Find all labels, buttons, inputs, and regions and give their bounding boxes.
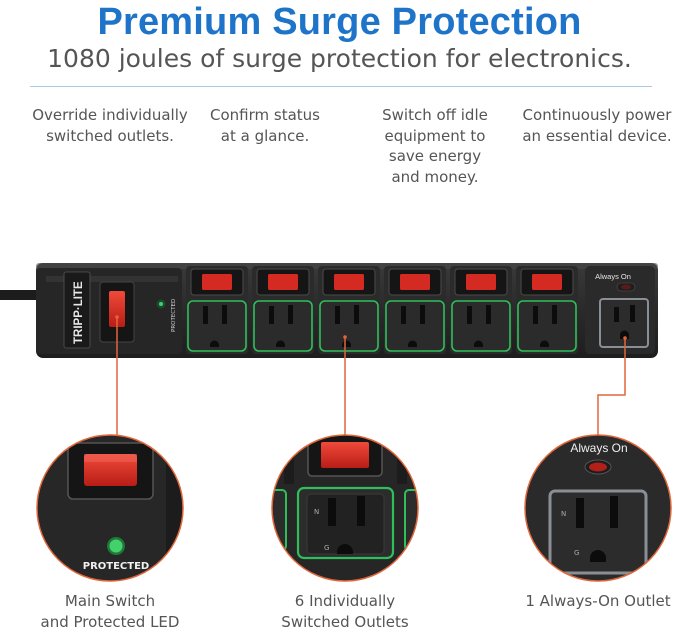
outlet-face (451, 300, 511, 352)
switched-outlet-module (318, 266, 380, 354)
power-strip: TRIPP·LITE PROTECTED Always On (36, 263, 658, 358)
svg-text:G: G (574, 549, 579, 557)
svg-text:N: N (561, 510, 566, 518)
outlet-switch (400, 274, 430, 290)
feature-always-power: Continuously power an essential device. (522, 106, 672, 145)
switched-outlet-module (516, 266, 578, 354)
outlet-face (319, 300, 379, 352)
feature-override: Override individually switched outlets. (32, 106, 188, 145)
outlet-face (253, 300, 313, 352)
detail-protected-label: PROTECTED (83, 561, 149, 572)
connector-lines (115, 315, 627, 435)
brand-logo: TRIPP·LITE (63, 271, 91, 349)
outlet-face (517, 300, 577, 352)
main-switch (109, 291, 125, 327)
switched-outlets (186, 266, 578, 354)
page-title: Premium Surge Protection (97, 1, 582, 43)
switched-outlet-module (252, 266, 314, 354)
detail-always-on-label: Always On (570, 441, 627, 455)
outlet-switch (202, 274, 232, 290)
always-on-outlet (599, 298, 649, 348)
switched-outlet-module (186, 266, 248, 354)
switched-outlet-module (384, 266, 446, 354)
outlet-switch (268, 274, 298, 290)
always-on-module: Always On (585, 266, 655, 354)
detail-switched-outlets: N G (271, 434, 419, 582)
outlet-switch (532, 274, 562, 290)
divider (30, 86, 652, 87)
svg-text:N: N (314, 508, 319, 516)
always-on-label: Always On (595, 272, 631, 281)
led-label: PROTECTED (171, 299, 177, 332)
outlet-face (187, 300, 247, 352)
page-subtitle: 1080 joules of surge protection for elec… (47, 44, 632, 73)
caption-always-on: 1 Always-On Outlet (525, 592, 671, 610)
outlet-switch (334, 274, 364, 290)
power-cord (0, 290, 38, 300)
detail-always-on: Always On N G (524, 434, 672, 582)
outlet-switch (466, 274, 496, 290)
caption-main-switch: Main Switch and Protected LED (40, 592, 180, 631)
svg-text:G: G (324, 544, 329, 552)
feature-save-energy: Switch off idle equipment to save energy… (382, 106, 488, 186)
detail-main-switch: PROTECTED (36, 434, 184, 582)
switched-outlet-module (450, 266, 512, 354)
brand-text: TRIPP·LITE (73, 281, 85, 344)
feature-status: Confirm status at a glance. (210, 106, 320, 145)
caption-switched-outlets: 6 Individually Switched Outlets (281, 592, 409, 631)
outlet-face (385, 300, 445, 352)
